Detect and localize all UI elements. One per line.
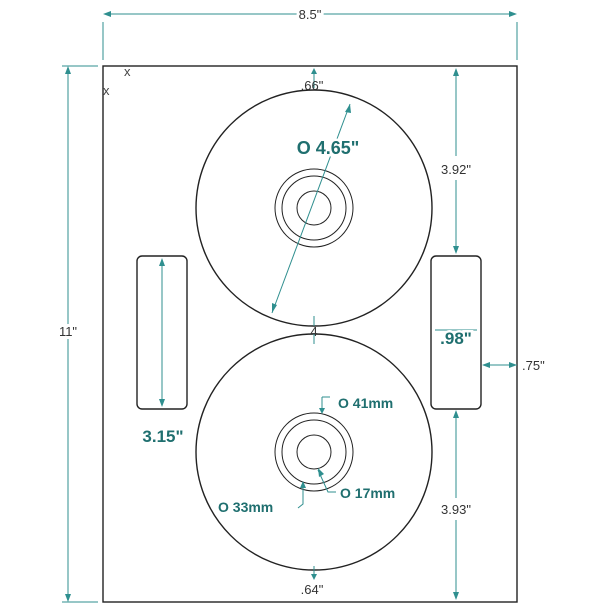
disc-diameter-line xyxy=(271,103,351,314)
top-margin-label: .66" xyxy=(301,78,324,93)
disc-gap-label: 4 xyxy=(310,324,317,339)
bottom-disc xyxy=(195,333,433,571)
right-margin-label: .75" xyxy=(522,358,545,373)
sheet-width-label: 8.5" xyxy=(299,7,322,22)
height-dimension xyxy=(62,65,98,603)
top-disc xyxy=(195,89,433,327)
sheet-height-label: 11" xyxy=(59,324,77,339)
right-spine-tab xyxy=(430,255,482,410)
right-top-distance-label: 3.92" xyxy=(441,162,471,177)
hole-inner-label: O 17mm xyxy=(340,485,395,501)
tab-height-label: 3.15" xyxy=(142,427,183,446)
hole-mid-label: O 33mm xyxy=(218,499,273,515)
bottom-margin-label: .64" xyxy=(301,582,324,597)
corner-mark-left: x xyxy=(103,83,110,98)
hole-outer-label: O 41mm xyxy=(338,395,393,411)
right-bottom-distance-label: 3.93" xyxy=(441,502,471,517)
disc-diameter-label: O 4.65" xyxy=(297,138,360,158)
tab-width-label: .98" xyxy=(440,329,472,348)
width-dimension xyxy=(102,11,518,60)
corner-mark-top: x xyxy=(124,64,131,79)
